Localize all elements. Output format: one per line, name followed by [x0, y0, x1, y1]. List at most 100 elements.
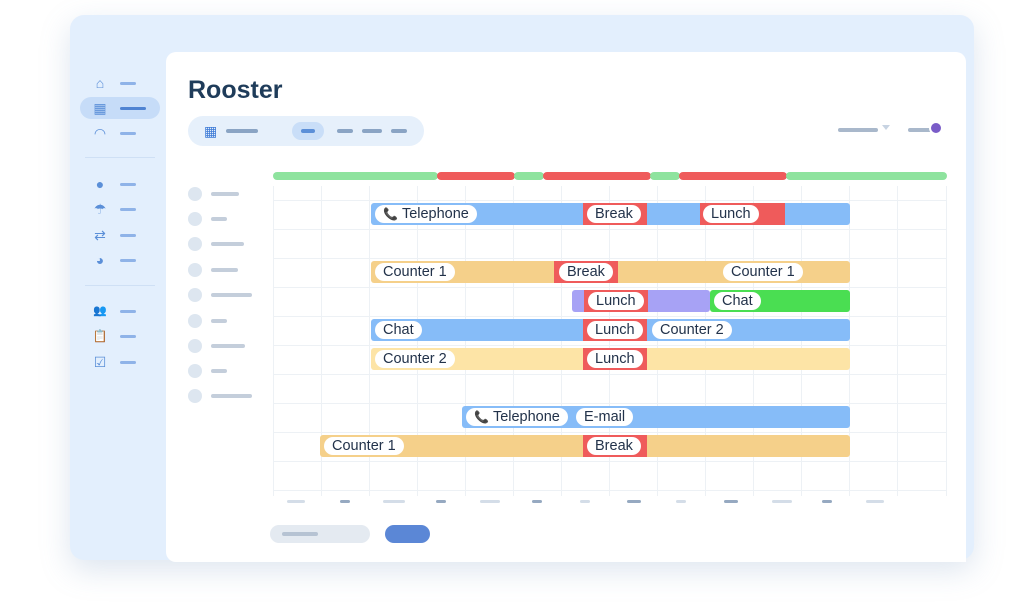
date-picker[interactable] — [226, 129, 258, 133]
activity-label: Counter 2 — [375, 350, 455, 368]
employee-name — [211, 394, 252, 398]
sidebar-item-leave[interactable]: ☂ — [80, 198, 160, 220]
calendar-check-icon: ☑ — [93, 354, 107, 370]
coverage-segment — [679, 172, 787, 180]
pie-chart-icon: ◕ — [95, 252, 105, 268]
sidebar-item-tasks[interactable]: 📋 — [80, 325, 160, 347]
avatar — [188, 314, 202, 328]
coverage-segment — [786, 172, 947, 180]
clipboard-icon: 📋 — [92, 329, 108, 343]
sidebar-item-reports[interactable]: ◕ — [80, 249, 160, 271]
activity-label: Counter 2 — [652, 321, 732, 339]
phone-icon: 📞 — [383, 207, 398, 221]
time-tick — [676, 500, 686, 503]
activity-label: Lunch — [587, 350, 643, 368]
sidebar-item-calendar[interactable]: ▦ — [80, 97, 160, 119]
time-tick — [772, 500, 792, 503]
sidebar-item-swaps[interactable]: ⇄ — [80, 224, 160, 246]
time-tick — [436, 500, 446, 503]
time-tick — [822, 500, 832, 503]
time-tick — [866, 500, 884, 503]
filter-dropdown[interactable] — [838, 128, 878, 132]
employee-name — [211, 319, 227, 323]
coverage-segment — [273, 172, 438, 180]
activity-label: Lunch — [587, 321, 643, 339]
time-tick — [480, 500, 500, 503]
time-tick — [287, 500, 305, 503]
time-tick — [340, 500, 350, 503]
alert-icon: ● — [95, 176, 105, 192]
phone-icon: 📞 — [474, 410, 489, 424]
view-month-button[interactable] — [362, 129, 382, 133]
avatar — [188, 288, 202, 302]
shift-bar[interactable]: Chat Lunch Counter 2 — [371, 319, 850, 341]
shift-bar[interactable]: 📞Telephone Break Lunch — [371, 203, 850, 225]
employee-name — [211, 293, 252, 297]
avatar — [188, 237, 202, 251]
sidebar-item-dashboard[interactable]: ◠ — [80, 122, 160, 144]
time-tick — [383, 500, 405, 503]
schedule-grid — [273, 186, 947, 508]
calendar-icon[interactable]: ▦ — [204, 123, 218, 139]
notifications-button[interactable] — [908, 128, 934, 132]
employee-name — [211, 344, 245, 348]
shift-bar[interactable]: Counter 1 Break Counter 1 — [371, 261, 850, 283]
sidebar-divider — [85, 157, 155, 158]
coverage-segment — [650, 172, 680, 180]
avatar — [188, 339, 202, 353]
activity-label: Counter 1 — [375, 263, 455, 281]
sidebar-item-team[interactable]: 👥 — [80, 300, 160, 322]
save-button[interactable] — [385, 525, 430, 543]
avatar — [188, 263, 202, 277]
activity-label: Break — [559, 263, 613, 281]
coverage-segment — [437, 172, 515, 180]
shift-bar[interactable]: Chat — [710, 290, 850, 312]
notification-badge — [929, 121, 943, 135]
view-toolbar: ▦ — [188, 116, 424, 146]
umbrella-icon: ☂ — [93, 201, 107, 217]
shift-bar[interactable]: Counter 1 Break — [320, 435, 850, 457]
home-icon: ⌂ — [95, 75, 105, 91]
coverage-segment — [514, 172, 544, 180]
avatar — [188, 364, 202, 378]
employee-name — [211, 217, 227, 221]
time-tick — [724, 500, 738, 503]
view-week-button[interactable] — [337, 129, 353, 133]
time-tick — [580, 500, 590, 503]
activity-label: Counter 1 — [723, 263, 803, 281]
avatar — [188, 187, 202, 201]
activity-label: E-mail — [576, 408, 634, 426]
employee-name — [211, 192, 239, 196]
chevron-down-icon — [882, 125, 890, 130]
calendar-icon: ▦ — [93, 100, 107, 116]
activity-label: Lunch — [703, 205, 759, 223]
time-tick — [532, 500, 542, 503]
swap-icon: ⇄ — [94, 227, 106, 243]
page-title: Rooster — [188, 76, 283, 104]
shift-bar[interactable]: Lunch — [572, 290, 710, 312]
activity-label: Counter 1 — [324, 437, 404, 455]
sidebar: ⌂ ▦ ◠ ● ☂ ⇄ ◕ 👥 📋 ☑ — [80, 60, 162, 420]
view-year-button[interactable] — [391, 129, 407, 133]
coverage-segment — [543, 172, 651, 180]
employee-name — [211, 268, 238, 272]
employee-name — [211, 242, 244, 246]
sidebar-item-planning[interactable]: ☑ — [80, 351, 160, 373]
shift-bar[interactable]: Counter 2 Lunch — [371, 348, 850, 370]
team-icon: 👥 — [93, 305, 107, 317]
avatar — [188, 212, 202, 226]
activity-label: 📞Telephone — [466, 408, 568, 426]
activity-label: Chat — [375, 321, 422, 339]
employee-name — [211, 369, 227, 373]
avatar — [188, 389, 202, 403]
cancel-button[interactable] — [270, 525, 370, 543]
sidebar-item-home[interactable]: ⌂ — [80, 72, 160, 94]
shift-bar[interactable]: 📞Telephone E-mail — [462, 406, 850, 428]
activity-label: Lunch — [588, 292, 644, 310]
gauge-icon: ◠ — [93, 125, 107, 141]
view-day-button[interactable] — [292, 122, 324, 140]
activity-label: 📞Telephone — [375, 205, 477, 223]
time-tick — [627, 500, 641, 503]
sidebar-item-alerts[interactable]: ● — [80, 173, 160, 195]
activity-label: Break — [587, 437, 641, 455]
